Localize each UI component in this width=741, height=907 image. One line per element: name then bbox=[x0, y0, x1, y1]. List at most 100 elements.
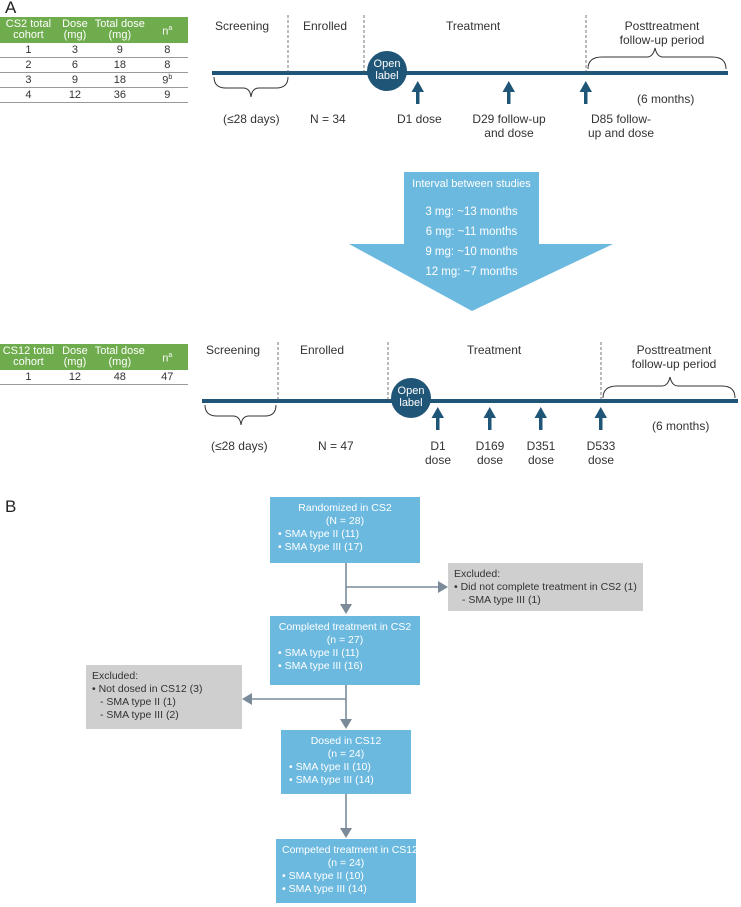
interval-title: Interval between studies bbox=[412, 178, 531, 190]
table-cell: 9 bbox=[56, 72, 94, 88]
box-item: • SMA type II (10) bbox=[282, 870, 364, 882]
arrowhead bbox=[242, 693, 252, 705]
table-cell: 47 bbox=[146, 370, 188, 385]
box-subitem: - SMA type III (2) bbox=[100, 709, 179, 721]
table-header-row: CS2 total cohort Dose (mg) Total dose (m… bbox=[0, 17, 188, 43]
panel-a-letter: A bbox=[5, 0, 17, 17]
table-row: 1 12 48 47 bbox=[0, 370, 188, 385]
interval-line: 12 mg: ~7 months bbox=[425, 266, 518, 278]
table-cell: 1 bbox=[0, 370, 57, 385]
arrow-head bbox=[594, 407, 607, 418]
box-item: • SMA type II (11) bbox=[278, 528, 360, 540]
timeline-1-screening-duration: (≤28 days) bbox=[223, 112, 280, 126]
box-item: • Not dosed in CS12 (3) bbox=[92, 683, 203, 695]
arrow-head bbox=[431, 407, 444, 418]
timeline-1-open-label-text: Open label bbox=[373, 58, 401, 82]
timeline-1-d1-label: D1 dose bbox=[397, 112, 442, 126]
timeline-2-screening-label: Screening bbox=[206, 343, 261, 357]
table-header-cohort: CS2 total cohort bbox=[0, 17, 57, 43]
arrowhead bbox=[340, 828, 352, 838]
timeline-2-posttreatment-label: Posttreatment follow-up period bbox=[631, 343, 717, 371]
box-item: • SMA type III (14) bbox=[282, 883, 367, 895]
timeline-2-d533-label: D533 dose bbox=[586, 439, 616, 467]
table-cell: 36 bbox=[93, 87, 147, 103]
arrow-head bbox=[411, 81, 424, 92]
arrow-shaft bbox=[488, 416, 492, 430]
box-item: • SMA type III (17) bbox=[278, 541, 363, 553]
arrow-shaft bbox=[539, 416, 543, 430]
box-item: • SMA type II (11) bbox=[278, 647, 360, 659]
interval-line: 9 mg: ~10 months bbox=[425, 246, 518, 258]
box-title: Randomized in CS2 bbox=[298, 502, 392, 514]
timeline-1-d85-label: D85 follow-up and dose bbox=[587, 112, 655, 140]
table-cell: 8 bbox=[146, 43, 188, 58]
box-item: • SMA type III (14) bbox=[289, 774, 374, 786]
arrow-shaft bbox=[416, 90, 420, 104]
timeline-2-open-label-circle bbox=[391, 378, 431, 418]
timeline-1-dose-arrows bbox=[411, 81, 592, 104]
table-row: 4 12 36 9 bbox=[0, 87, 188, 103]
timeline-1-posttreatment-label: Posttreatment follow-up period bbox=[619, 19, 705, 47]
table-cell: 18 bbox=[93, 72, 147, 88]
cs12-cohort-table: CS12 total cohort Dose (mg) Total dose (… bbox=[0, 344, 188, 385]
box-title: Excluded: bbox=[92, 670, 139, 682]
box-title: Competed treatment in CS12 bbox=[282, 844, 418, 856]
box-subitem: - SMA type III (1) bbox=[462, 594, 541, 606]
box-subitem: - SMA type II (1) bbox=[100, 696, 176, 708]
table-header-dose: Dose (mg) bbox=[56, 344, 94, 370]
arrow-shaft bbox=[436, 416, 440, 430]
arrow-head bbox=[579, 81, 592, 92]
panel-b-letter: B bbox=[5, 497, 17, 516]
timeline-1-followup-duration: (6 months) bbox=[637, 92, 695, 106]
timeline-1-screening-label: Screening bbox=[215, 19, 270, 33]
table-cell: 12 bbox=[56, 87, 94, 103]
timeline-1-treatment-label: Treatment bbox=[446, 19, 501, 33]
timeline-1-enrolled-n: N = 34 bbox=[310, 112, 346, 126]
interval-arrow-shape bbox=[349, 172, 613, 311]
table-row: 1 3 9 8 bbox=[0, 43, 188, 58]
timeline-1-d29-label: D29 follow-up and dose bbox=[472, 112, 546, 140]
table-header-n: na bbox=[146, 17, 188, 43]
dosed-cs12-box: Dosed in CS12 (n = 24) • SMA type II (10… bbox=[281, 730, 411, 794]
table-header-row: CS12 total cohort Dose (mg) Total dose (… bbox=[0, 344, 188, 370]
arrow-head bbox=[483, 407, 496, 418]
box-count: (N = 28) bbox=[325, 515, 365, 527]
table-cell: 9 bbox=[93, 43, 147, 58]
timeline-2-screening-brace bbox=[204, 404, 277, 426]
timeline-2-enrolled-n: N = 47 bbox=[318, 439, 354, 453]
excluded-cs12-box: Excluded: • Not dosed in CS12 (3) - SMA … bbox=[86, 665, 242, 729]
table-cell: 8 bbox=[146, 57, 188, 73]
competed-cs12-box: Competed treatment in CS12 (n = 24) • SM… bbox=[276, 839, 418, 903]
timeline-2-followup-brace bbox=[602, 376, 736, 399]
timeline-2-screening-duration: (≤28 days) bbox=[211, 439, 268, 453]
table-header-total-dose: Total dose (mg) bbox=[93, 17, 147, 43]
table-cell: 6 bbox=[56, 57, 94, 73]
timeline-2-d169-label: D169 dose bbox=[475, 439, 505, 467]
arrow-head bbox=[534, 407, 547, 418]
interval-line: 3 mg: ~13 months bbox=[425, 206, 518, 218]
box-item: • Did not complete treatment in CS2 (1) bbox=[454, 581, 637, 593]
table-row: 3 9 18 9b bbox=[0, 72, 188, 88]
table-header-total-dose: Total dose (mg) bbox=[93, 344, 147, 370]
table-header-cohort: CS12 total cohort bbox=[0, 344, 57, 370]
timeline-1-enrolled-label: Enrolled bbox=[303, 19, 348, 33]
flow-connectors bbox=[250, 563, 440, 830]
arrow-shaft bbox=[507, 90, 511, 104]
interval-line: 6 mg: ~11 months bbox=[425, 226, 518, 238]
table-cell: 3 bbox=[56, 43, 94, 58]
table-cell: 1 bbox=[0, 43, 57, 58]
box-item: • SMA type II (10) bbox=[289, 761, 371, 773]
timeline-2-treatment-label: Treatment bbox=[467, 343, 522, 357]
box-count: (n = 24) bbox=[327, 857, 365, 869]
cs2-cohort-table: CS2 total cohort Dose (mg) Total dose (m… bbox=[0, 17, 188, 103]
arrowhead bbox=[340, 719, 352, 729]
timeline-2-d1-label: D1 dose bbox=[424, 439, 452, 467]
timeline-2-dose-arrows bbox=[431, 407, 607, 430]
completed-cs2-box: Completed treatment in CS2 (n = 27) • SM… bbox=[270, 616, 420, 685]
table-cell: 9b bbox=[146, 72, 188, 88]
table-cell: 48 bbox=[93, 370, 147, 385]
excluded-cs2-box: Excluded: • Did not complete treatment i… bbox=[448, 563, 643, 611]
box-count: (n = 27) bbox=[326, 634, 364, 646]
arrow-shaft bbox=[599, 416, 603, 430]
